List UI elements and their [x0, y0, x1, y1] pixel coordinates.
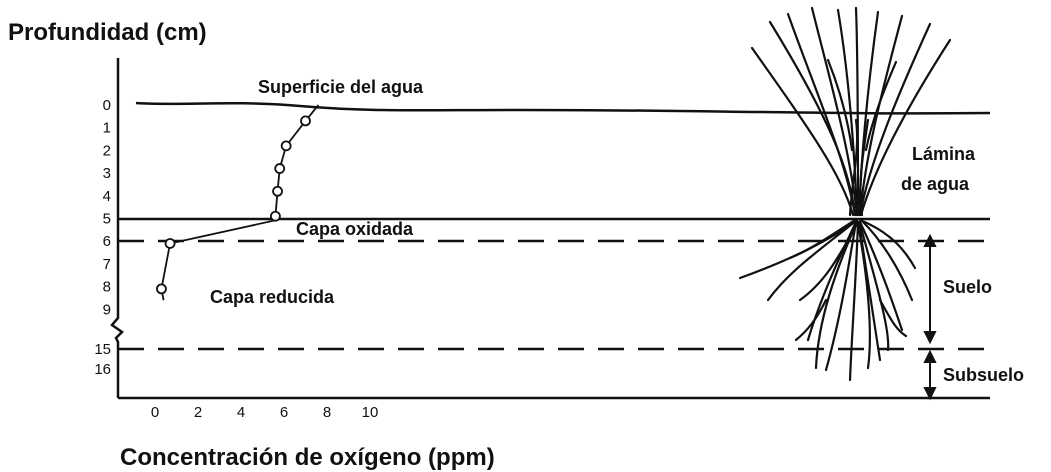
y-axis: [110, 58, 124, 398]
depth-tick-labels: 0 1 2 3 4 5 6 7 8 9 15 16: [94, 97, 111, 378]
water-layer-label-line1: Lámina: [912, 144, 976, 164]
depth-tick-label: 3: [103, 165, 111, 182]
water-surface-line: [135, 101, 991, 115]
oxygen-data-point: [156, 283, 167, 295]
subsoil-label: Subsuelo: [943, 365, 1024, 385]
depth-tick-label: 7: [103, 256, 111, 273]
depth-tick-label: 15: [94, 341, 111, 358]
oxygen-tick-labels: 0 2 4 6 8 10: [151, 404, 379, 421]
x-axis-label: Concentración de oxígeno (ppm): [120, 444, 495, 471]
oxygen-data-point: [269, 210, 281, 222]
oxidized-layer-label: Capa oxidada: [296, 219, 414, 239]
chart-title: Profundidad (cm): [8, 19, 207, 46]
depth-tick-label: 9: [103, 301, 111, 318]
soil-label: Suelo: [943, 277, 992, 297]
reduced-layer-label: Capa reducida: [210, 287, 335, 307]
oxygen-data-point: [300, 115, 311, 127]
oxygen-profile-line: [160, 104, 320, 301]
oxygen-tick-label: 0: [151, 404, 159, 421]
depth-tick-label: 6: [103, 233, 111, 250]
depth-tick-label: 2: [103, 142, 111, 159]
oxygen-data-point: [164, 238, 176, 249]
oxygen-tick-label: 4: [237, 404, 245, 421]
oxygen-tick-label: 6: [280, 404, 288, 421]
depth-tick-label: 8: [103, 279, 111, 296]
oxygen-tick-label: 10: [362, 404, 379, 421]
oxygen-tick-label: 2: [194, 404, 202, 421]
oxygen-data-point: [272, 185, 283, 197]
water-surface-label: Superficie del agua: [258, 77, 424, 97]
water-layer-label-line2: de agua: [901, 174, 970, 194]
subsoil-arrow-icon: [923, 349, 937, 401]
oxygen-tick-label: 8: [323, 404, 331, 421]
depth-tick-label: 0: [103, 97, 111, 114]
depth-tick-label: 4: [103, 188, 111, 205]
rice-plant-icon: [738, 6, 952, 382]
oxygen-profile-markers: [156, 115, 311, 295]
oxygen-data-point: [280, 140, 292, 152]
oxygen-data-point: [274, 163, 286, 174]
depth-tick-label: 16: [94, 361, 111, 378]
depth-tick-label: 1: [103, 120, 111, 137]
soil-arrow-icon: [923, 233, 937, 345]
depth-tick-label: 5: [103, 211, 111, 228]
